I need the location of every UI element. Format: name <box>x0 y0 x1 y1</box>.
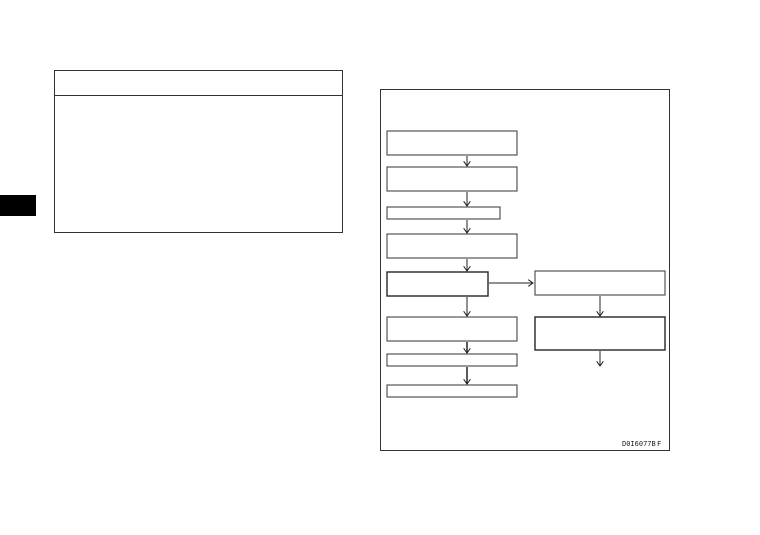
flow-branch-step-2 <box>534 316 666 351</box>
flow-step-2 <box>386 166 518 192</box>
flow-step-8 <box>386 384 518 398</box>
figure-code-suffix: F <box>657 440 661 448</box>
flow-step-7 <box>386 353 518 367</box>
flowchart-frame <box>380 89 670 451</box>
flow-step-3 <box>386 206 501 220</box>
info-box-header <box>55 71 342 96</box>
flow-step-4 <box>386 233 518 259</box>
chapter-tab <box>0 195 36 216</box>
figure-code: D0I6077B <box>622 440 656 448</box>
flow-step-5 <box>386 271 489 297</box>
info-box <box>54 70 343 233</box>
flow-step-1 <box>386 130 518 156</box>
flow-step-6 <box>386 316 518 342</box>
flow-branch-step-1 <box>534 270 666 296</box>
